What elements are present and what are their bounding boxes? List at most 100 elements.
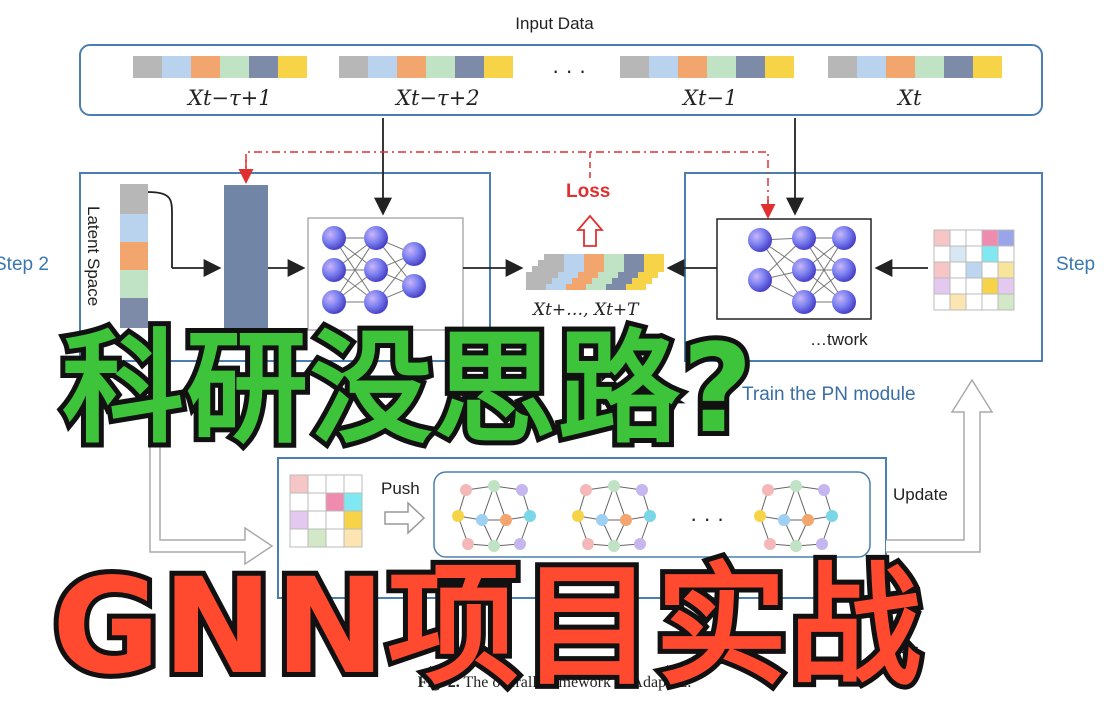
graph-node	[608, 540, 620, 552]
matrix-cell	[289, 492, 309, 512]
matrix-cell	[343, 492, 363, 512]
graph-node	[636, 484, 648, 496]
graph-edge	[795, 485, 809, 521]
matrix-cell	[933, 261, 951, 279]
graph-node	[572, 510, 584, 522]
matrix-cell	[997, 277, 1015, 295]
graph-node	[802, 514, 814, 526]
update-label: Update	[893, 485, 948, 504]
graph-node	[488, 540, 500, 552]
graph-node	[790, 540, 802, 552]
prediction-label: Xt+…, Xt+T	[533, 300, 639, 320]
matrix-cell	[325, 474, 345, 494]
prediction-token	[564, 254, 584, 272]
matrix-cell	[965, 229, 983, 247]
right-neural-network	[748, 226, 856, 314]
input-token	[133, 56, 162, 78]
matrix-cell	[949, 277, 967, 295]
prediction-token	[604, 254, 624, 272]
matrix-cell	[289, 474, 309, 494]
input-token	[455, 56, 484, 78]
network-node	[322, 290, 346, 314]
figure-caption: Fig. 2. The overall framework of AdapGL.	[417, 674, 692, 691]
graph-node	[790, 480, 802, 492]
matrix-cell	[343, 474, 363, 494]
network-node	[748, 228, 772, 252]
input-token	[944, 56, 973, 78]
push-label: Push	[381, 479, 420, 498]
network-node	[792, 258, 816, 282]
prediction-token	[584, 254, 604, 272]
prediction-token-stack	[526, 254, 664, 290]
prediction-token	[644, 254, 664, 272]
input-token	[162, 56, 191, 78]
graph-node	[462, 538, 474, 550]
network-node	[832, 258, 856, 282]
matrix-cell	[307, 492, 327, 512]
graph-node	[778, 514, 790, 526]
network-node	[322, 226, 346, 250]
loss-label: Loss	[566, 181, 611, 202]
matrix-cell	[981, 245, 999, 263]
prediction-token	[624, 254, 644, 272]
step-right-box	[684, 172, 1043, 362]
network-node	[748, 268, 772, 292]
matrix-cell	[933, 277, 951, 295]
matrix-cell	[965, 245, 983, 263]
adjacency-matrix-bottom	[289, 474, 363, 548]
input-token	[220, 56, 249, 78]
left-network-box	[307, 217, 464, 331]
network-node	[832, 226, 856, 250]
graph-clusters	[452, 480, 838, 552]
matrix-cell	[949, 229, 967, 247]
network-node	[402, 274, 426, 298]
graph-edge	[601, 485, 615, 521]
graph-ellipsis: · · ·	[690, 506, 725, 531]
network-node	[792, 226, 816, 250]
input-token	[707, 56, 736, 78]
train-module-label: Train the PN module	[742, 384, 916, 405]
network-node	[364, 258, 388, 282]
input-token	[426, 56, 455, 78]
push-hollow-arrow	[384, 501, 426, 535]
input-token-rows	[133, 56, 1002, 78]
network-edge	[333, 237, 377, 303]
graph-node	[826, 510, 838, 522]
step-right-label: Step	[1056, 254, 1096, 275]
graph-node	[754, 510, 766, 522]
input-token	[678, 56, 707, 78]
graph-edge	[613, 485, 627, 521]
graph-node	[476, 514, 488, 526]
input-ellipsis: · · ·	[552, 58, 587, 83]
graph-node	[634, 538, 646, 550]
input-token	[765, 56, 794, 78]
graph-node	[488, 480, 500, 492]
update-hollow-flow	[886, 378, 994, 553]
network-node	[364, 290, 388, 314]
graph-node	[818, 484, 830, 496]
network-node	[364, 226, 388, 250]
input-token	[191, 56, 220, 78]
input-token	[649, 56, 678, 78]
graph-node	[596, 514, 608, 526]
matrix-cell	[981, 293, 999, 311]
matrix-cell	[997, 229, 1015, 247]
graph-node	[644, 510, 656, 522]
graph-node	[516, 484, 528, 496]
matrix-cell	[933, 293, 951, 311]
x-label-4: Xt	[898, 86, 922, 110]
input-token	[339, 56, 368, 78]
x-label-1: Xt−τ+1	[188, 86, 272, 110]
graph-group-box	[433, 471, 871, 558]
graph-node	[816, 538, 828, 550]
matrix-cell	[981, 277, 999, 295]
embedding-bar	[224, 185, 268, 335]
graph-node	[460, 484, 472, 496]
prediction-token	[544, 254, 564, 272]
input-token	[973, 56, 1002, 78]
graph-node	[452, 510, 464, 522]
overlay-headline: 科研没思路?	[57, 313, 758, 465]
matrix-cell	[997, 261, 1015, 279]
graph-node	[608, 480, 620, 492]
